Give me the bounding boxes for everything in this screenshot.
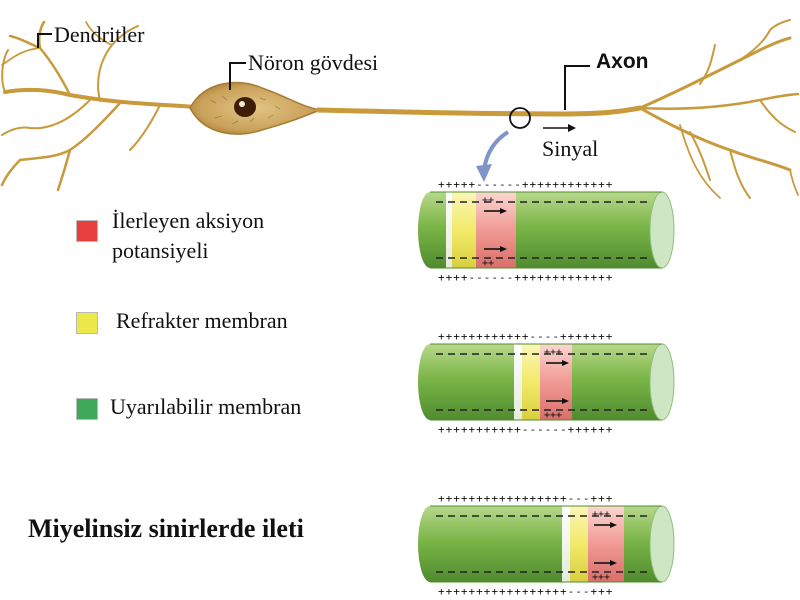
legend-swatch-refractory	[76, 312, 98, 334]
legend-swatch-excitable	[76, 398, 98, 420]
svg-text:+++: +++	[544, 410, 562, 421]
svg-text:+++: +++	[592, 572, 610, 583]
charge-bottom: ++++------+++++++++++++	[438, 271, 613, 284]
axon-label: Axon	[596, 50, 649, 73]
legend-line-1: İlerleyen aksiyon	[112, 208, 265, 233]
charge-bottom: +++++++++++------++++++	[438, 423, 613, 436]
charge-top: +++++++++++++++++---+++	[438, 492, 613, 505]
current-arrows	[594, 522, 617, 566]
dendrites-label: Dendritler	[54, 22, 145, 47]
callout-circle	[509, 107, 531, 129]
cylinder-step-3: +++++++++++++++++---+++ ++++++++++++++++…	[418, 492, 675, 598]
legend-label-action-potential: İlerleyen aksiyon potansiyeli	[112, 206, 264, 266]
axon-shaft	[315, 105, 643, 117]
legend-label-excitable: Uyarılabilir membran	[110, 394, 302, 419]
svg-text:++: ++	[482, 195, 494, 206]
label-connectors	[37, 33, 590, 110]
callout-arrow	[482, 130, 510, 171]
svg-text:+++: +++	[544, 347, 562, 358]
soma-label: Nöron gövdesi	[248, 50, 379, 75]
svg-text:++: ++	[482, 258, 494, 269]
nucleus	[234, 97, 256, 117]
legend-line-2: potansiyeli	[112, 238, 209, 263]
signal-arrow	[543, 124, 576, 132]
charge-bottom: +++++++++++++++++---+++	[438, 585, 613, 598]
cylinder-step-2: ++++++++++++----+++++++ +++++++++++-----…	[418, 330, 675, 436]
charge-top: +++++------++++++++++++	[438, 178, 613, 191]
signal-label: Sinyal	[542, 136, 599, 161]
legend-swatch-action-potential	[76, 220, 98, 242]
diagram-title: Miyelinsiz sinirlerde ileti	[28, 514, 304, 543]
neuron-soma	[189, 81, 323, 135]
cylinder-step-1: +++++------++++++++++++ ++++------++++++…	[418, 178, 675, 284]
svg-text:+++: +++	[592, 509, 610, 520]
legend-label-refractory: Refrakter membran	[116, 308, 288, 333]
axon-terminals	[638, 19, 800, 199]
current-arrows	[484, 208, 507, 252]
charge-top: ++++++++++++----+++++++	[438, 330, 613, 343]
dendrites	[0, 20, 212, 192]
current-arrows	[546, 360, 569, 404]
